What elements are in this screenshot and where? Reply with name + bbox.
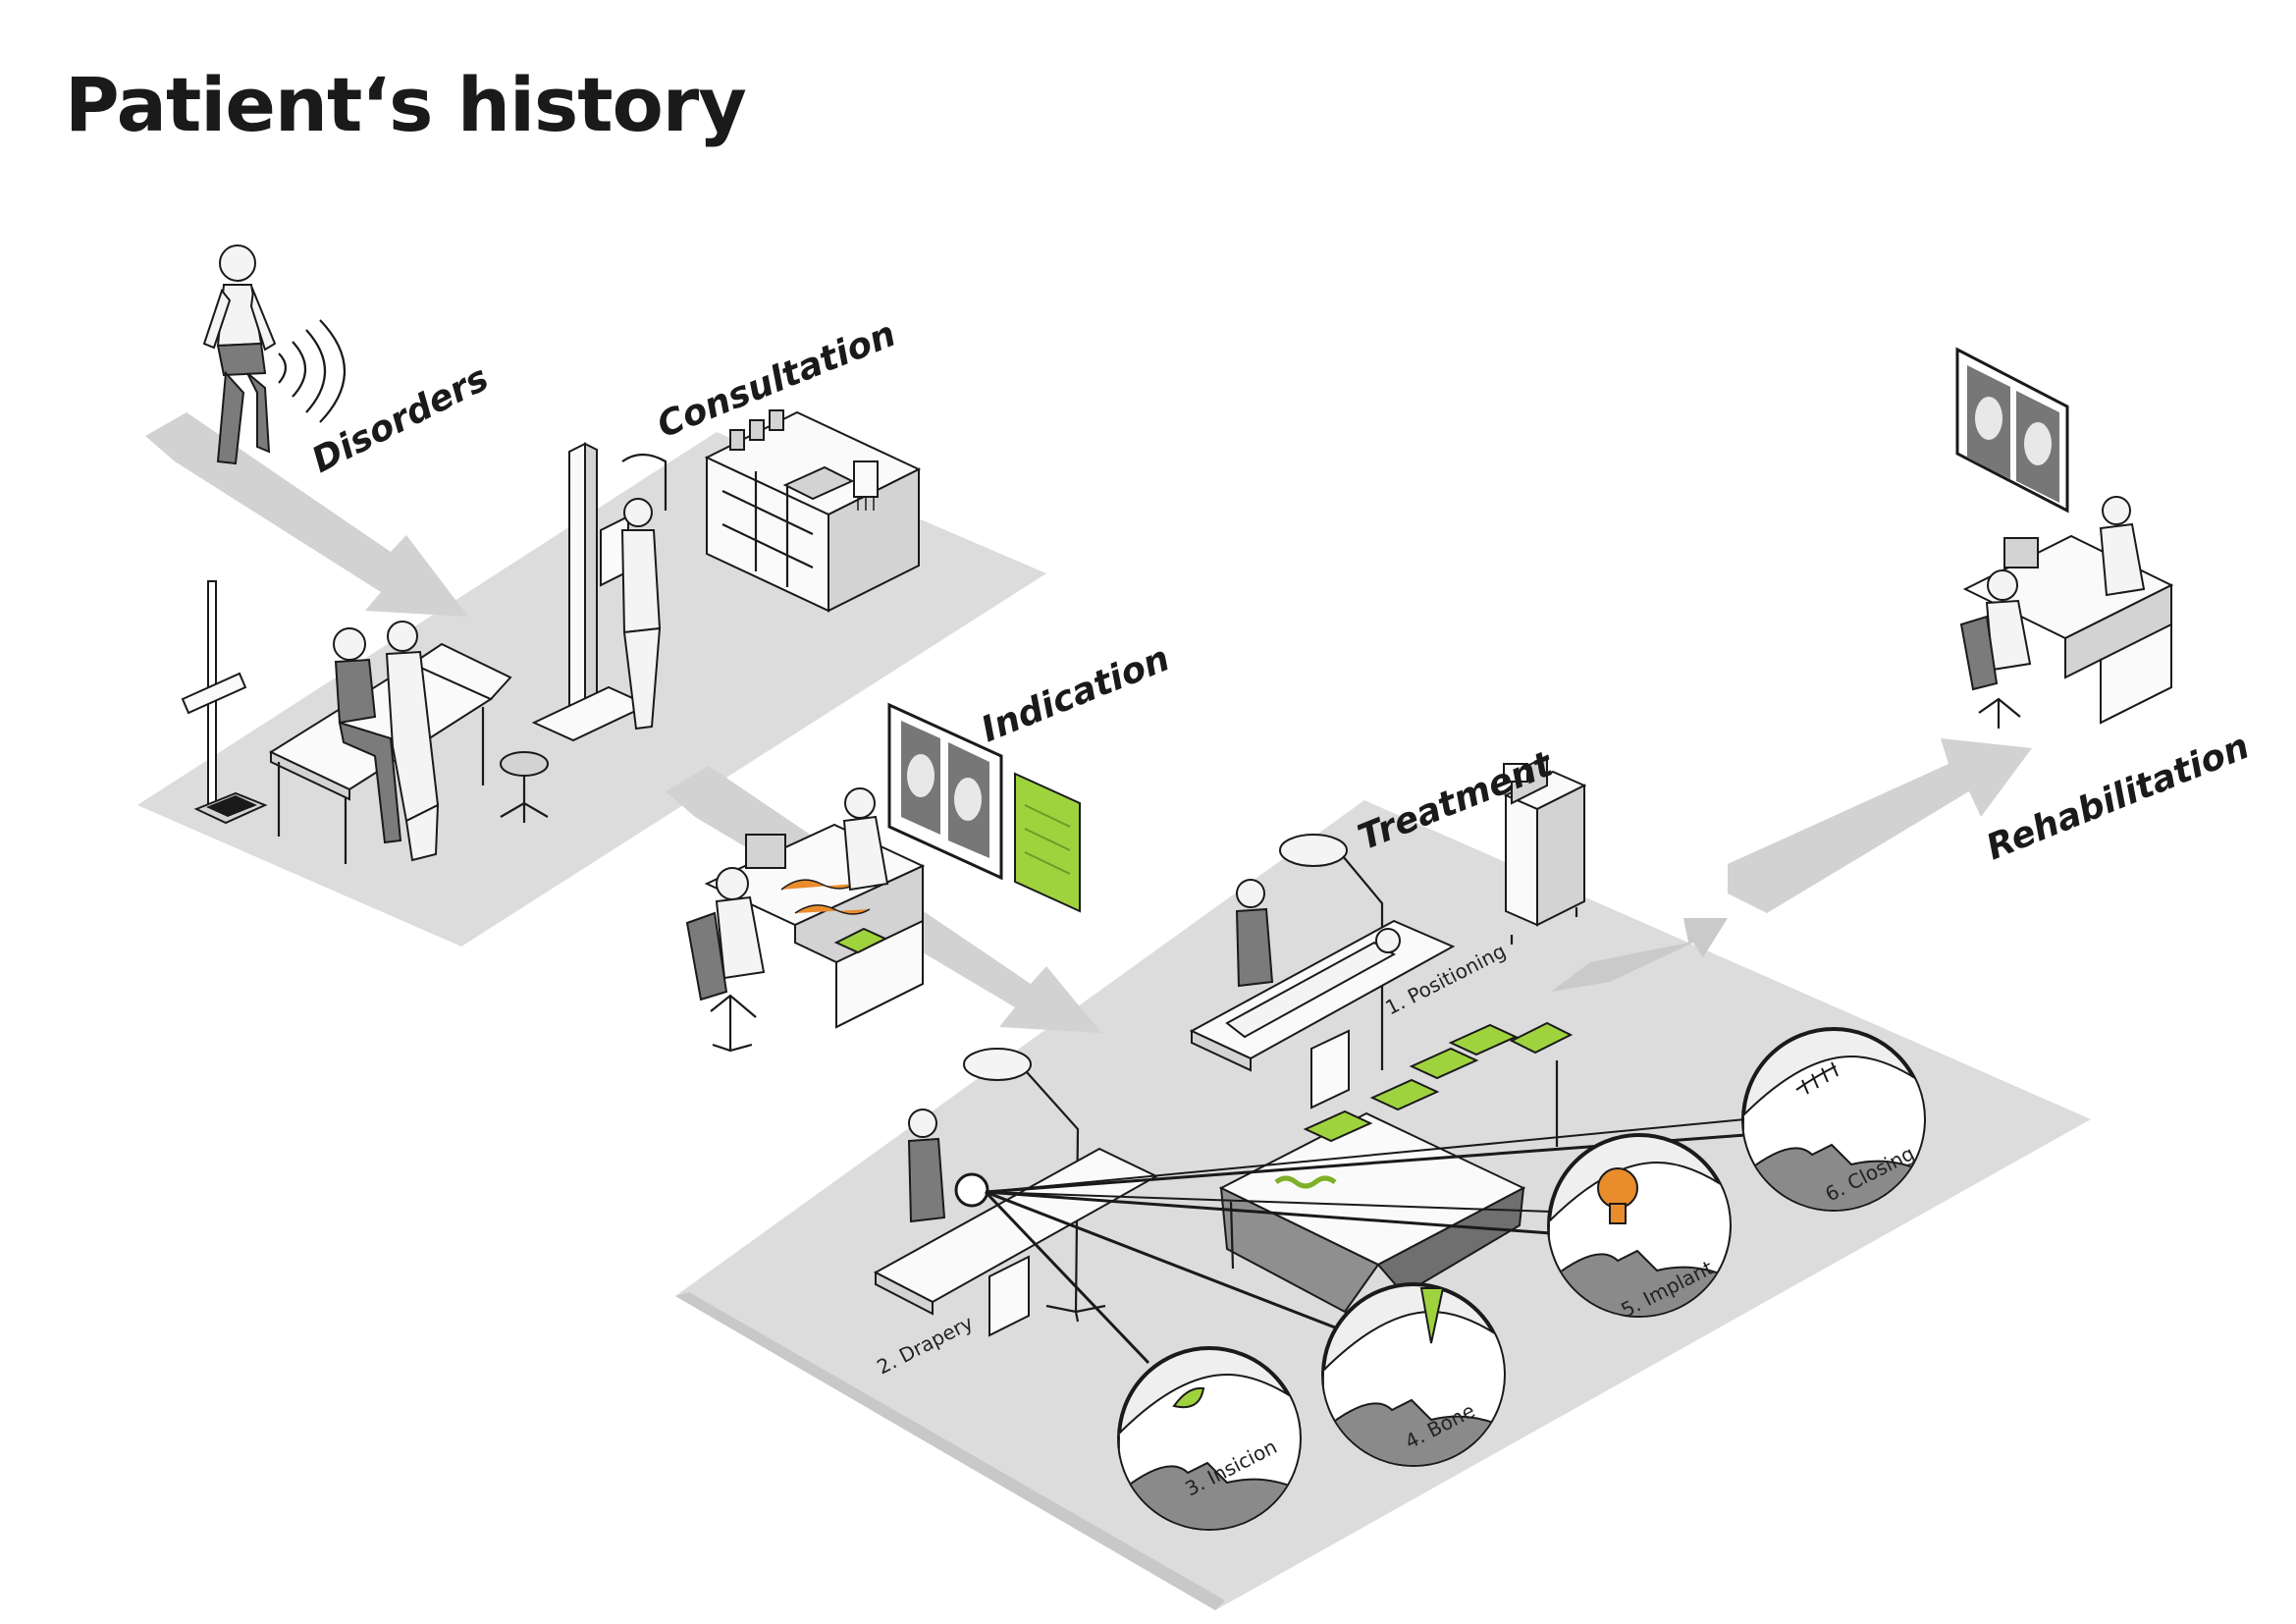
stage-label-disorders: Disorders	[305, 358, 495, 481]
xray-stand-illustration	[531, 442, 667, 742]
rehab-xray-panel	[1955, 347, 2069, 514]
page-title: Patient‘s history	[65, 61, 747, 148]
bone-detail-circle	[1321, 1282, 1506, 1467]
incision-detail-circle	[1117, 1346, 1302, 1531]
exam-couch-scene	[268, 621, 549, 864]
counter-sink-illustration	[704, 409, 922, 613]
arrow-inner-flow	[1551, 918, 1728, 992]
arrow-disorders-to-consultation	[145, 412, 468, 617]
plan-sheet-illustration	[1014, 772, 1081, 913]
xray-panel-illustration	[887, 702, 1003, 881]
height-scale-illustration	[181, 580, 268, 825]
arrow-treatment-to-rehab	[1728, 738, 2032, 913]
stage-label-indication: Indication	[976, 638, 1175, 750]
walking-patient-illustration	[202, 244, 347, 465]
closing-detail-circle	[1741, 1027, 1926, 1212]
rehab-desk-scene	[1959, 496, 2174, 729]
indication-desk-scene	[685, 787, 926, 1053]
positioning-scene	[1189, 834, 1456, 1110]
implant-detail-circle	[1547, 1133, 1732, 1318]
monitor-cart-illustration	[1503, 754, 1587, 945]
treatment-floor-shadow	[675, 1292, 1225, 1610]
